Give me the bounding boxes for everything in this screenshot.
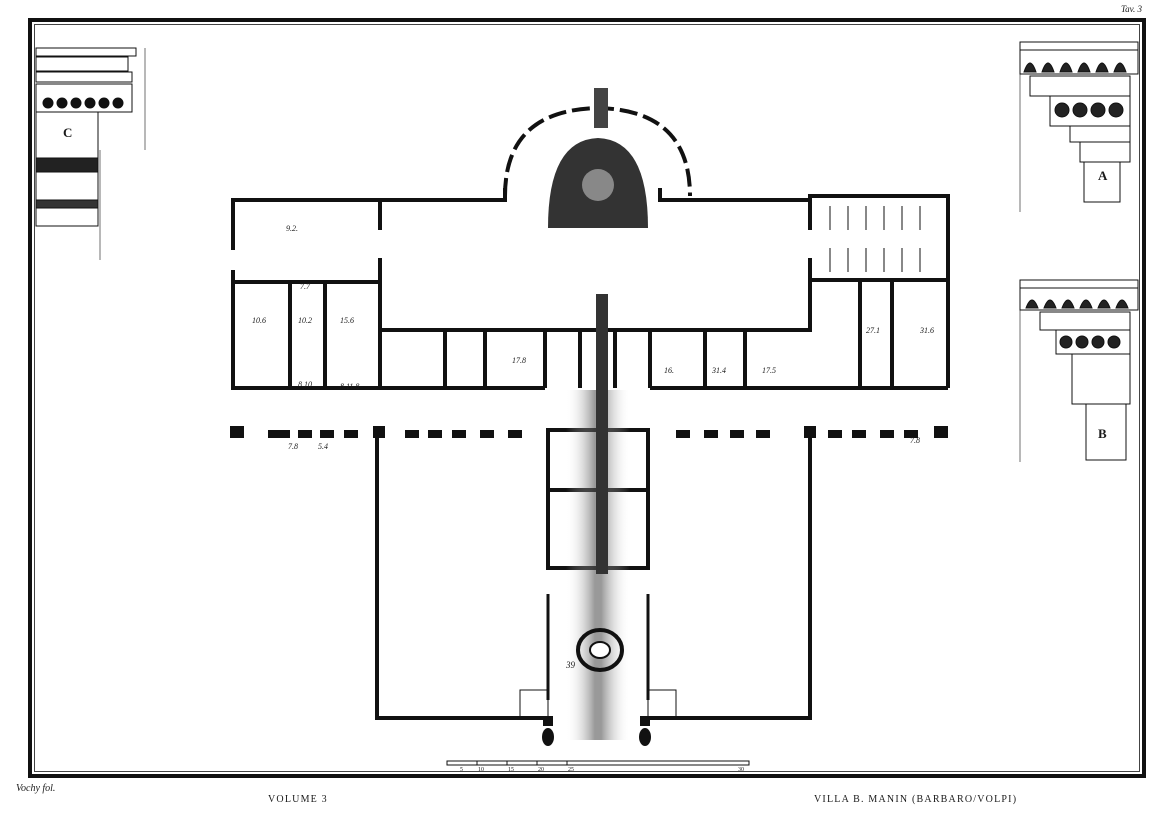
detail-a-letter: A — [1098, 168, 1108, 183]
colonnade — [230, 426, 948, 438]
plate-title: VILLA B. MANIN (BARBARO/VOLPI) — [814, 794, 1018, 805]
scale-tick-30: 30 — [738, 767, 744, 773]
staircase — [829, 206, 921, 272]
scale-tick-10: 10 — [478, 767, 484, 773]
detail-b-letter: B — [1098, 426, 1107, 441]
room-a-dimension: 10.6 — [252, 316, 266, 325]
central-tower — [594, 88, 608, 128]
sheet-border — [28, 18, 1146, 778]
fountain — [519, 594, 677, 719]
sheet-inner-frame — [34, 24, 1140, 772]
plate-number: Tav. 3 — [1120, 4, 1142, 14]
room-i-dimension: 17.5 — [762, 366, 776, 375]
room-k-dimension: 31.4 — [712, 366, 726, 375]
detail-c-letter: C — [63, 125, 73, 140]
scale-tick-5: 5 — [460, 767, 463, 773]
plan-walls — [231, 188, 950, 720]
room-c-dimension: 15.6 — [340, 316, 354, 325]
volume-caption: VOLUME 3 — [268, 794, 328, 805]
room-f-dimension: 8.11.8 — [340, 382, 360, 391]
room-d-dimension: 7.7 — [300, 282, 310, 291]
room-h-dimension: 27.1 — [866, 326, 880, 335]
engraver-signature: Vochy fol. — [16, 783, 56, 794]
scale-tick-20: 20 — [538, 767, 544, 773]
detail-a — [1019, 41, 1139, 212]
room-l-dimension: 17.8 — [512, 356, 526, 365]
detail-c — [35, 47, 146, 260]
central-spire — [596, 294, 608, 574]
colonnade-dimension-a: 7.8 — [288, 442, 298, 451]
room-g-dimension: 31.6 — [920, 326, 934, 335]
colonnade-dimension-c: 7.8 — [910, 436, 920, 445]
room-e-dimension: 8.10 — [298, 380, 312, 389]
gate-posts — [542, 716, 651, 746]
hall-dimension: 9.2. — [286, 224, 298, 233]
scale-tick-15: 15 — [508, 767, 514, 773]
court-dimension: 39 — [566, 660, 575, 670]
scale-tick-25: 25 — [568, 767, 574, 773]
colonnade-dimension-b: 5.4 — [318, 442, 328, 451]
dome-exedra — [503, 105, 692, 228]
room-j-dimension: 16. — [664, 366, 674, 375]
scale-bar — [446, 760, 750, 766]
room-b-dimension: 10.2 — [298, 316, 312, 325]
detail-b — [1019, 279, 1139, 462]
